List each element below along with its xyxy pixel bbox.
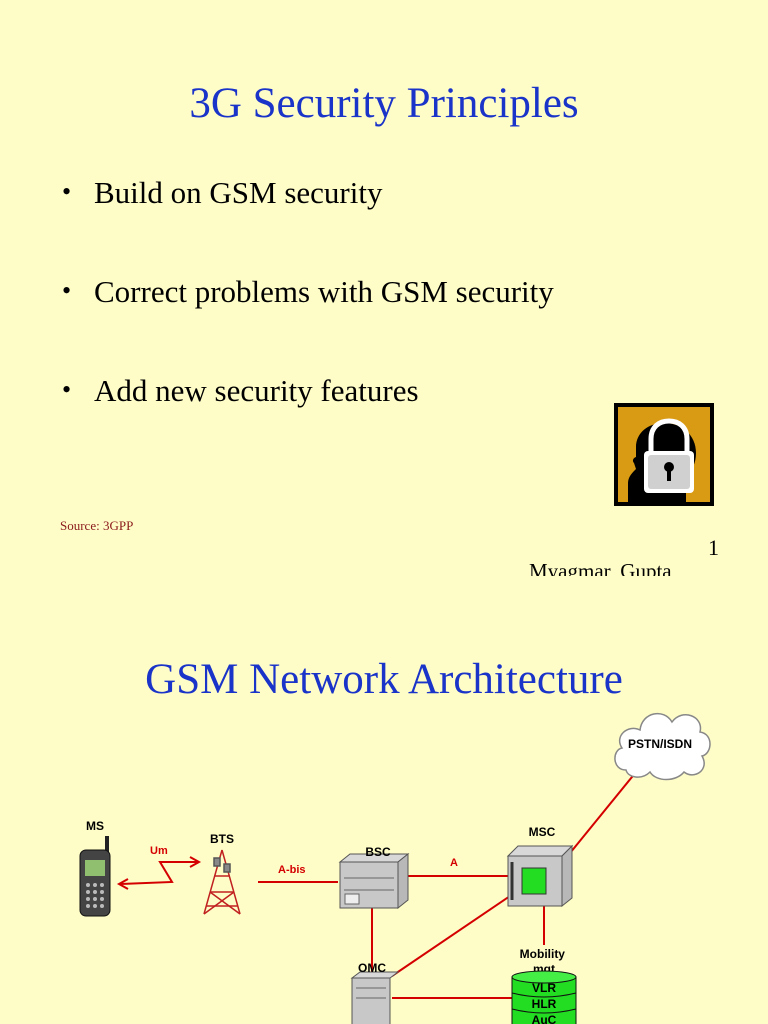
abis-label: A-bis: [278, 864, 306, 876]
msc-equipment-icon: [506, 844, 574, 908]
padlock-head-icon: [614, 403, 714, 506]
bullet-icon: •: [62, 375, 72, 404]
bullet-item: • Add new security features: [62, 375, 419, 406]
bts-tower-icon: [203, 849, 241, 915]
bullet-text: Build on GSM security: [94, 175, 383, 210]
link-omc-msc: [391, 895, 511, 977]
bullet-icon: •: [62, 276, 72, 305]
pstn-label: PSTN/ISDN: [628, 737, 692, 751]
bullet-item: • Build on GSM security: [62, 177, 382, 208]
msc-label: MSC: [529, 825, 556, 839]
slide-security-principles: 3G Security Principles • Build on GSM sec…: [60, 80, 719, 576]
bsc-label: BSC: [365, 845, 391, 859]
link-msc-pstn: [565, 771, 637, 859]
bullet-text: Add new security features: [94, 373, 419, 408]
page-number: 1: [708, 535, 719, 560]
bullet-item: • Correct problems with GSM security: [62, 276, 554, 307]
mobile-phone-icon: [79, 836, 111, 917]
network-links: [116, 771, 637, 999]
auc-label: AuC: [532, 1013, 557, 1024]
gsm-network-diagram: PSTN/ISDN MS: [79, 712, 711, 1024]
um-label: Um: [150, 845, 168, 857]
bsc-equipment-icon: [338, 852, 410, 910]
pstn-cloud-icon: PSTN/ISDN: [614, 712, 711, 781]
bullet-icon: •: [62, 177, 72, 206]
slide-title: 3G Security Principles: [189, 80, 579, 127]
author-credit: Myagmar, Gupta: [529, 559, 672, 576]
slide-gsm-architecture: GSM Network Architecture PSTN/ISDN: [0, 600, 768, 1024]
source-note: Source: 3GPP: [60, 518, 134, 533]
ms-label: MS: [86, 819, 104, 833]
link-um: [119, 861, 198, 885]
slide-title: GSM Network Architecture: [145, 656, 623, 703]
vlr-label: VLR: [532, 981, 556, 995]
bts-label: BTS: [210, 832, 234, 846]
omc-label: OMC: [358, 961, 386, 975]
bullet-text: Correct problems with GSM security: [94, 274, 554, 309]
omc-equipment-icon: [350, 971, 400, 1024]
a-label: A: [450, 857, 458, 869]
database-icon: VLR HLR AuC: [511, 970, 577, 1024]
arrow-bts: [189, 856, 202, 868]
hlr-label: HLR: [532, 997, 557, 1011]
mobility-label-line1: Mobility: [520, 947, 566, 961]
arrow-ms: [116, 878, 129, 890]
